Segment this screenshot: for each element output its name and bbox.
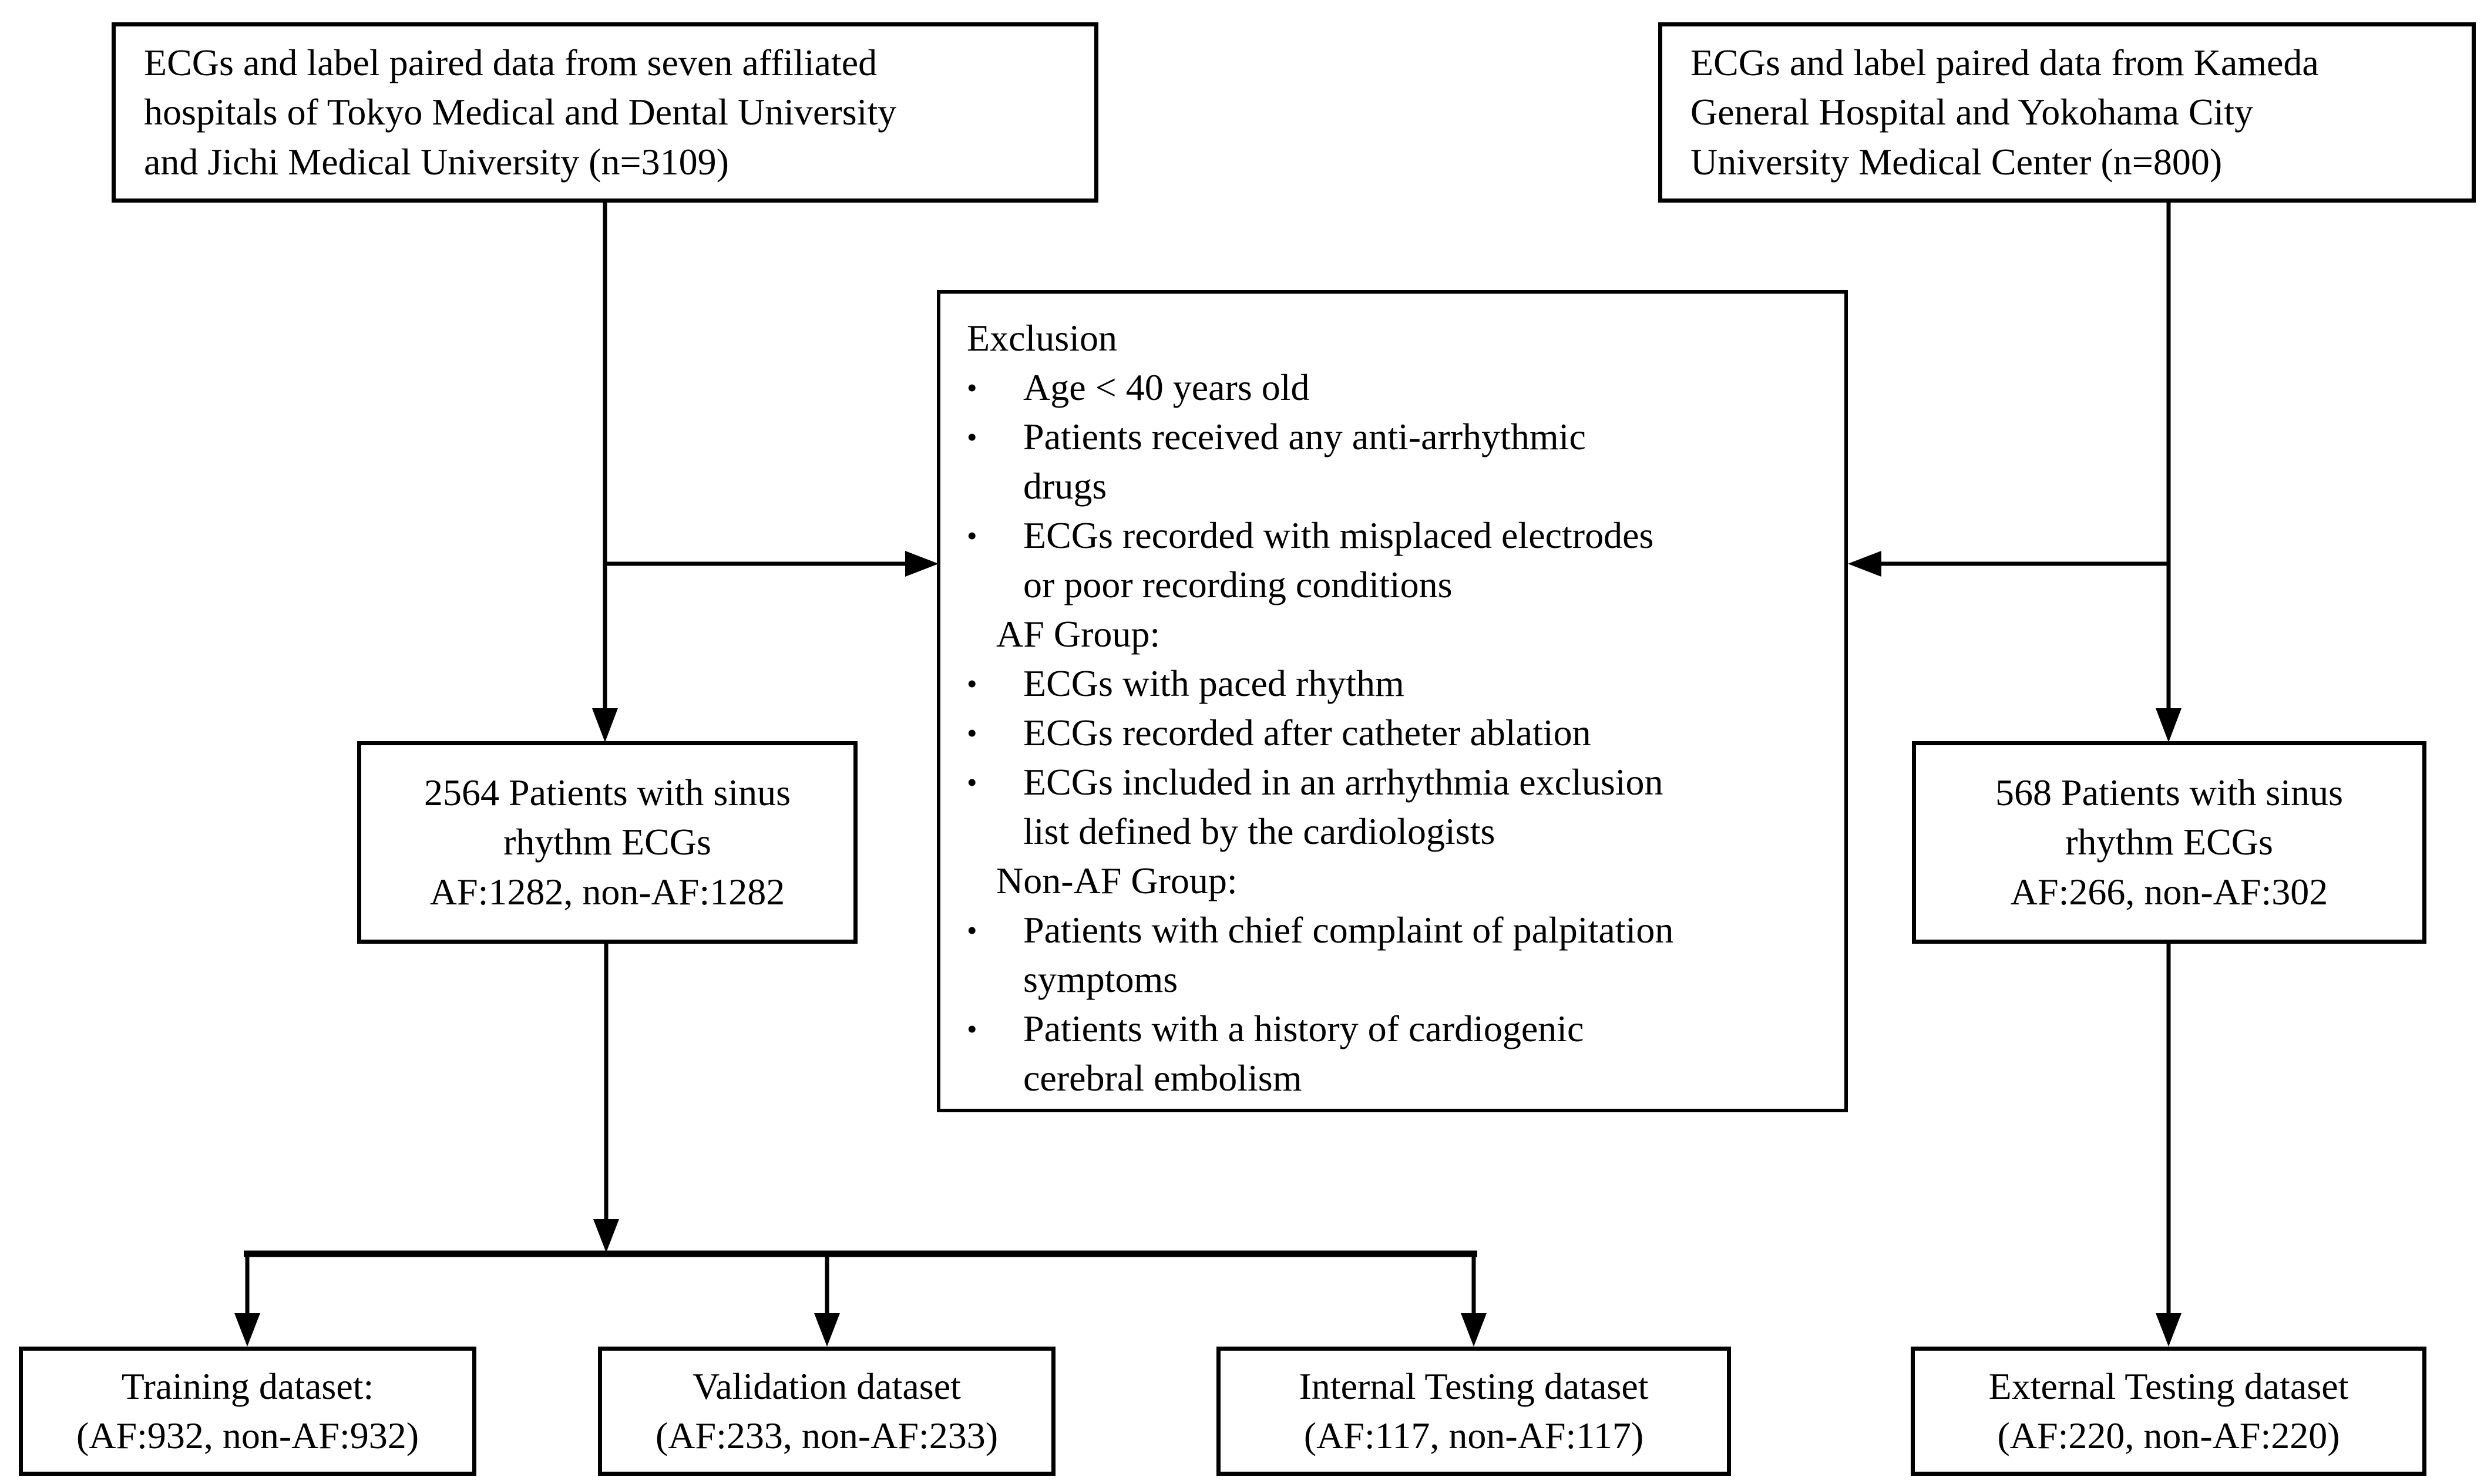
exclusion-item: • ECGs included in an arrhythmia exclusi… [967,758,1830,856]
exclusion-item: • Patients with chief complaint of palpi… [967,906,1830,1004]
bullet-icon: • [967,667,977,700]
exclusion-item-text: ECGs recorded after catheter ablation [1023,712,1591,753]
box-source-kameda-yokohama: ECGs and label paired data from Kameda G… [1658,22,2476,203]
exclusion-item-text: ECGs included in an arrhythmia exclusion… [1023,761,1663,852]
exclusion-group-heading-af: AF Group: [996,613,1161,655]
exclusion-item-text: ECGs recorded with misplaced electrodes … [1023,514,1654,605]
box-validation-dataset-text: Validation dataset (AF:233, non-AF:233) [655,1365,999,1456]
exclusion-item-text: Patients with a history of cardiogenic c… [1023,1008,1584,1099]
exclusion-group-heading-non-af: Non-AF Group: [996,860,1238,901]
arrowhead-down-internal [1461,1313,1487,1347]
exclusion-item-text: Patients received any anti-arrhythmic dr… [1023,416,1586,507]
arrowhead-right-exclusion [905,551,939,577]
box-training-dataset: Training dataset: (AF:932, non-AF:932) [19,1347,476,1476]
exclusion-item: • Age < 40 years old [967,363,1830,412]
bullet-icon: • [967,1012,977,1045]
bullet-icon: • [967,716,977,749]
box-external-testing-dataset: External Testing dataset (AF:220, non-AF… [1911,1347,2426,1476]
exclusion-item: • ECGs recorded with misplaced electrode… [967,511,1830,610]
bullet-icon: • [967,420,977,453]
exclusion-item-text: ECGs with paced rhythm [1023,662,1404,704]
arrowhead-down-sinus-right [2156,708,2182,742]
bullet-icon: • [967,519,977,552]
box-sinus-rhythm-external-cohort: 568 Patients with sinus rhythm ECGs AF:2… [1912,741,2426,944]
arrowhead-left-exclusion [1848,551,1881,577]
arrowhead-down-sinus-left [592,708,618,742]
box-source-tmdu-jichi: ECGs and label paired data from seven af… [112,22,1098,203]
exclusion-item: • Patients with a history of cardiogenic… [967,1004,1830,1103]
exclusion-item-text: Patients with chief complaint of palpita… [1023,909,1674,1000]
arrowhead-down-training [234,1313,260,1347]
box-validation-dataset: Validation dataset (AF:233, non-AF:233) [598,1347,1056,1476]
exclusion-item: • ECGs with paced rhythm [967,659,1830,708]
box-source-tmdu-jichi-text: ECGs and label paired data from seven af… [144,41,897,183]
bullet-icon: • [967,766,977,799]
box-sinus-rhythm-external-cohort-text: 568 Patients with sinus rhythm ECGs AF:2… [1995,771,2344,913]
exclusion-item: • ECGs recorded after catheter ablation [967,708,1830,758]
exclusion-item: • Patients received any anti-arrhythmic … [967,412,1830,511]
box-sinus-rhythm-internal-cohort-text: 2564 Patients with sinus rhythm ECGs AF:… [423,771,791,913]
arrowhead-down-external [2156,1313,2182,1347]
box-internal-testing-dataset-text: Internal Testing dataset (AF:117, non-AF… [1299,1365,1649,1456]
box-exclusion-criteria: Exclusion • Age < 40 years old • Patient… [937,290,1848,1112]
box-sinus-rhythm-internal-cohort: 2564 Patients with sinus rhythm ECGs AF:… [357,741,858,944]
box-source-kameda-yokohama-text: ECGs and label paired data from Kameda G… [1690,41,2319,183]
arrowhead-down-split [593,1219,619,1253]
box-training-dataset-text: Training dataset: (AF:932, non-AF:932) [76,1365,419,1456]
bullet-icon: • [967,914,977,947]
arrowhead-down-validation [814,1313,840,1347]
box-external-testing-dataset-text: External Testing dataset (AF:220, non-AF… [1988,1365,2349,1456]
exclusion-item-text: Age < 40 years old [1023,366,1310,408]
exclusion-title: Exclusion [967,317,1117,359]
box-internal-testing-dataset: Internal Testing dataset (AF:117, non-AF… [1216,1347,1731,1476]
bullet-icon: • [967,371,977,404]
